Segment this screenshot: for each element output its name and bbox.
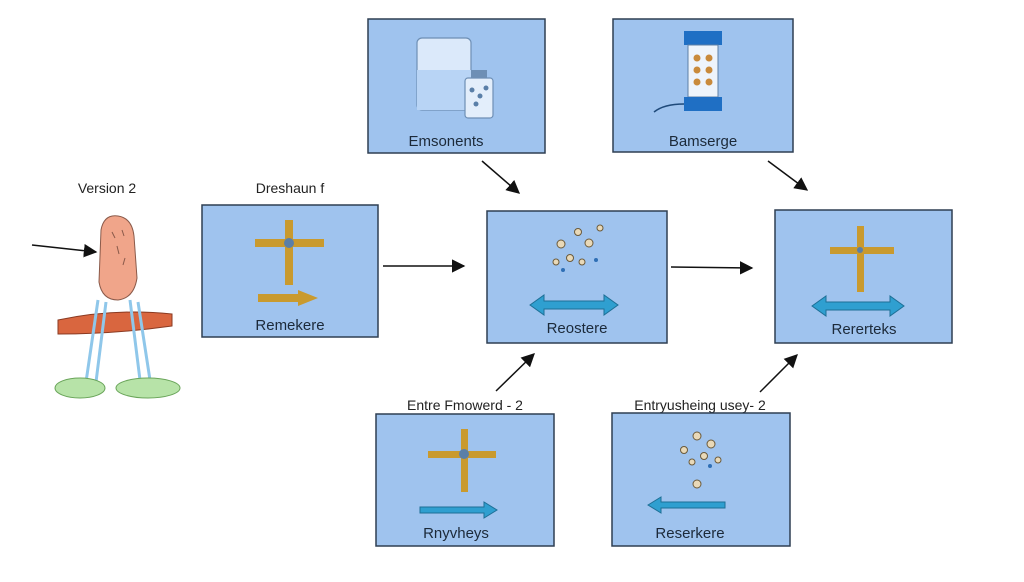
person-body [98,215,138,301]
connector-arrow [759,354,798,393]
person-figure: Version 2 [31,180,181,399]
double-arrow-icon [811,295,905,317]
box-bottom-left-heading: Entre Fmowerd - 2 [407,397,523,413]
person-band [57,311,173,335]
connector-arrow [495,353,535,392]
cross-icon [830,226,894,292]
leaf-right [115,377,181,399]
container-icon [416,37,494,119]
box-left-heading: Dreshaun f [256,180,325,196]
box-top-left-label: Emsonents [408,133,483,150]
box-bottom-right-heading: Entryusheing usey- 2 [634,397,766,413]
box-right: Rererteks [774,209,953,344]
box-right-label: Rererteks [831,321,896,338]
connector-arrow [481,160,521,194]
direction-arrow-icon [258,290,318,306]
connectors [383,160,809,393]
column-icon [653,31,722,113]
cross-icon [255,220,324,285]
molecules-icon [552,224,604,272]
molecules-icon [680,431,722,489]
box-left-label: Remekere [255,317,324,334]
direction-arrow-icon [647,496,726,514]
box-center-label: Reostere [547,320,608,337]
cross-icon [428,429,496,492]
leaf-left [54,377,106,399]
box-left: Remekere [201,204,379,338]
connector-arrow [767,160,809,191]
connector-arrow [670,261,754,275]
direction-arrow-icon [419,501,498,519]
box-bottom-right-label: Reserkere [655,525,724,542]
box-bottom-left-label: Rnyvheys [423,525,489,542]
person-input-arrow [31,243,98,258]
box-top-right-label: Bamserge [669,133,737,150]
box-top-left: Emsonents [367,18,546,154]
box-center: Reostere [486,210,668,344]
box-bottom-left: Rnyvheys [375,413,555,547]
double-arrow-icon [529,294,619,316]
person-streams [84,299,152,383]
person-label: Version 2 [78,180,137,196]
box-bottom-right: Reserkere [611,412,791,547]
box-top-right: Bamserge [612,18,794,153]
